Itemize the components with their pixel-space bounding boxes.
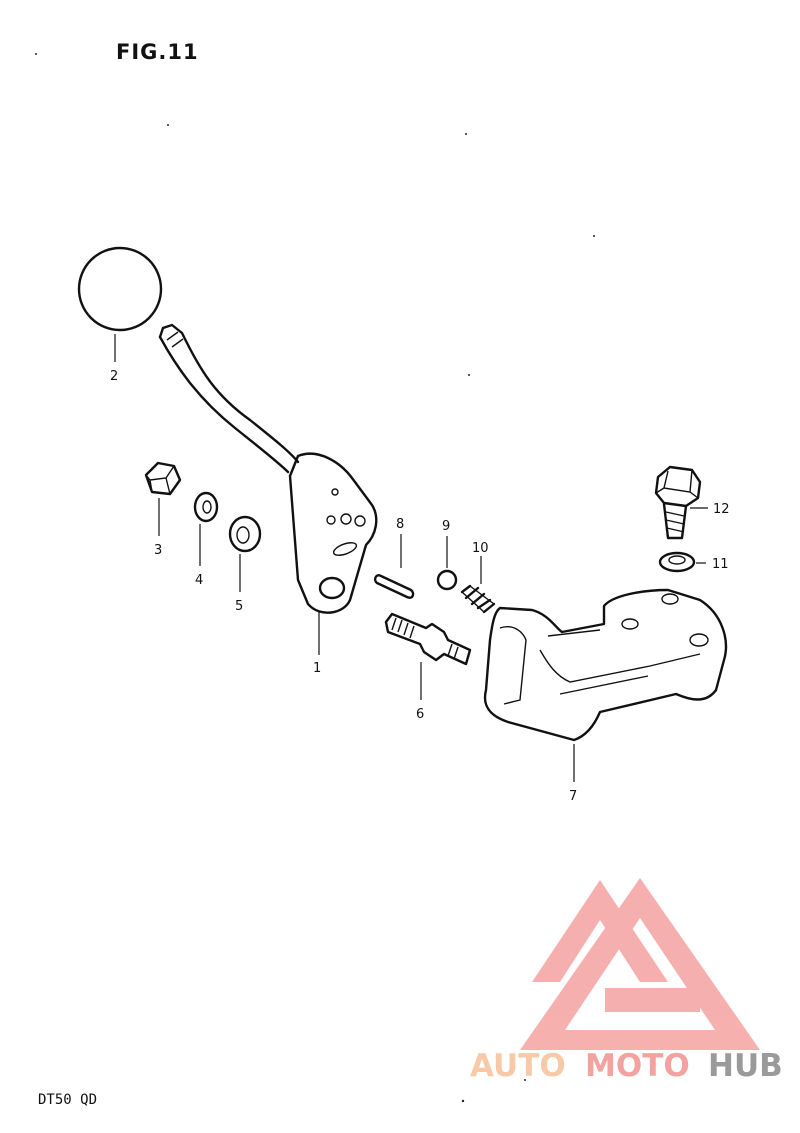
watermark-part1: AUTO: [470, 1048, 566, 1084]
watermark-part2: MOTO: [585, 1048, 690, 1084]
figure-title: FIG.11: [116, 40, 199, 64]
part-bolt: [654, 465, 702, 540]
leader-lines: [114, 334, 708, 782]
part-ball: [436, 569, 458, 591]
callout-2: 2: [110, 369, 118, 384]
callout-5: 5: [235, 599, 243, 614]
callout-11: 11: [712, 557, 729, 572]
part-knob: [77, 246, 163, 332]
callout-7: 7: [569, 789, 577, 804]
callout-1: 1: [313, 661, 321, 676]
part-shift-lever: [158, 323, 378, 614]
watermark-logo: [520, 878, 760, 1050]
part-spring: [460, 584, 496, 614]
callout-9: 9: [442, 519, 450, 534]
part-washer: [228, 515, 262, 553]
scan-specks: [35, 53, 595, 1103]
callout-8: 8: [396, 517, 404, 532]
part-pin: [373, 574, 415, 599]
part-nut: [144, 461, 182, 496]
part-lock-washer: [193, 491, 219, 523]
callout-12: 12: [713, 502, 730, 517]
model-label: DT50 QD: [38, 1092, 98, 1108]
watermark-part3: HUB: [708, 1048, 783, 1084]
callout-6: 6: [416, 707, 424, 722]
callout-4: 4: [195, 573, 203, 588]
part-bracket: [483, 588, 728, 742]
part-spring-washer: [658, 551, 696, 573]
part-stud: [384, 612, 472, 666]
callout-10: 10: [472, 541, 489, 556]
watermark-text: AUTO MOTO HUB: [470, 1048, 783, 1084]
callout-3: 3: [154, 543, 162, 558]
